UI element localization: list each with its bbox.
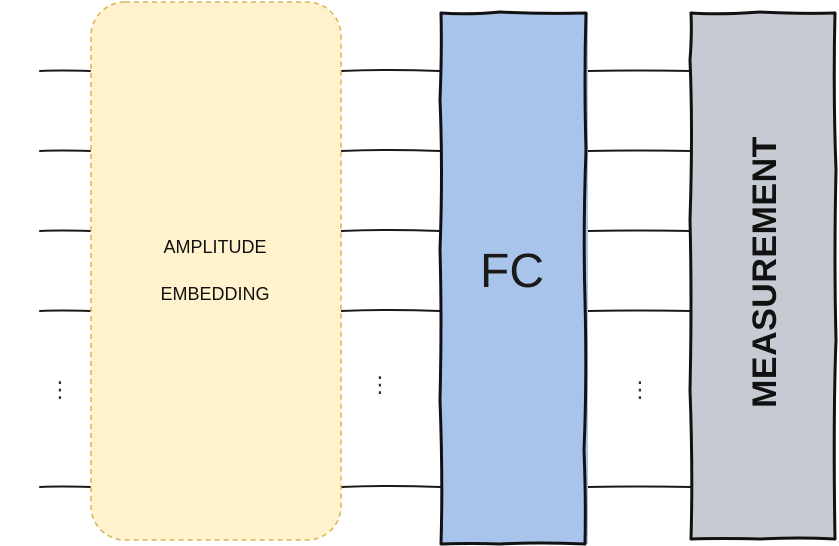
ellipsis-output: ⋮	[629, 378, 651, 403]
wire-1-middle	[340, 69, 441, 72]
wire-2-middle	[340, 149, 441, 152]
wire-2-input	[39, 149, 91, 152]
wire-2-output	[587, 149, 692, 152]
fc-block: FC	[438, 10, 588, 546]
ellipsis-input: ⋮	[49, 378, 71, 403]
fc-block-outline	[438, 10, 588, 546]
amplitude-embedding-block	[90, 1, 342, 541]
wire-n-input	[39, 485, 91, 488]
wires-middle	[340, 69, 441, 488]
wire-3-output	[587, 229, 692, 232]
measurement-block: MEASUREMENT	[688, 10, 838, 541]
wire-4-input	[39, 309, 91, 312]
measurement-block-outline	[688, 10, 838, 541]
wire-4-output	[587, 309, 692, 312]
wire-3-middle	[340, 229, 441, 232]
wire-n-middle	[340, 485, 441, 488]
wire-3-input	[39, 229, 91, 232]
embedding-label-line2: EMBEDDING	[160, 284, 269, 304]
wire-1-input	[39, 69, 91, 72]
wire-1-output	[587, 69, 692, 72]
fc-block-fill	[441, 13, 588, 544]
ellipsis-middle: ⋮	[369, 373, 391, 398]
wires-output	[587, 69, 692, 488]
fc-label: FC	[480, 245, 544, 298]
wire-4-middle	[340, 309, 441, 312]
embedding-label-line1: AMPLITUDE	[163, 237, 266, 257]
wires-input	[39, 69, 91, 488]
measurement-label: MEASUREMENT	[746, 136, 784, 408]
measurement-block-fill	[691, 13, 836, 539]
wire-n-output	[587, 485, 692, 488]
